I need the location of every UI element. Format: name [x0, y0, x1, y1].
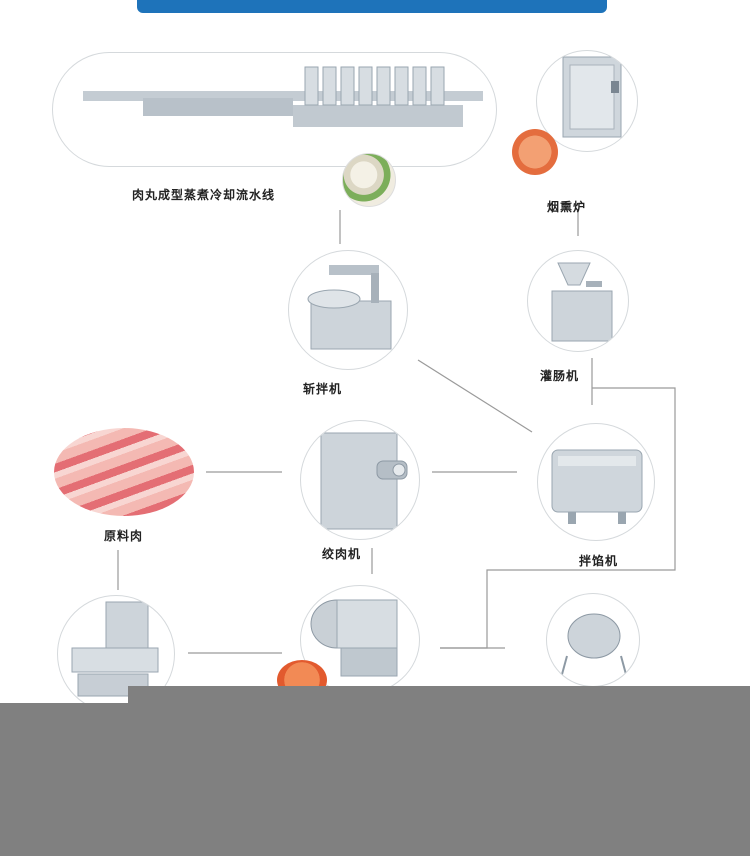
sausage-filler-illustration: [551, 262, 613, 342]
stuffing-mixer-label: 拌馅机: [579, 554, 619, 568]
sausage-filler-node: [527, 250, 629, 352]
smokehouse-illustration: [562, 56, 622, 138]
raw-meat-label: 原料肉: [104, 529, 144, 543]
production-line-illustration: [83, 66, 483, 127]
meat-grinder-illustration: [320, 432, 408, 530]
stuffing-mixer-node: [537, 423, 655, 541]
smokehouse-node: [536, 50, 638, 152]
title-banner: [137, 0, 607, 13]
raw-meat-photo: [54, 428, 194, 516]
meat-grinder-label: 绞肉机: [322, 547, 362, 561]
cooking-kettle-node: [546, 593, 640, 687]
steam-cooling-line-label: 肉丸成型蒸煮冷却流水线: [132, 188, 276, 202]
bowl-cutter-label: 斩拌机: [303, 382, 343, 396]
bowl-cutter-node: [288, 250, 408, 370]
bottom-overlay-top: [128, 686, 750, 706]
steam-cooling-line-node: [52, 52, 497, 167]
bottom-overlay: [0, 703, 750, 856]
bowl-cutter-illustration: [307, 265, 392, 350]
smokehouse-label: 烟熏炉: [547, 200, 587, 214]
brine-injector-node: [57, 595, 175, 713]
brine-injector-illustration: [71, 601, 159, 697]
stuffing-mixer-illustration: [551, 449, 643, 524]
meat-grinder-node: [300, 420, 420, 540]
sausage-photo: [512, 129, 558, 175]
sausage-filler-label: 灌肠机: [540, 369, 580, 383]
cooking-kettle-illustration: [560, 613, 628, 679]
meatball-photo: [342, 153, 396, 207]
vacuum-tumbler-illustration: [310, 599, 398, 677]
